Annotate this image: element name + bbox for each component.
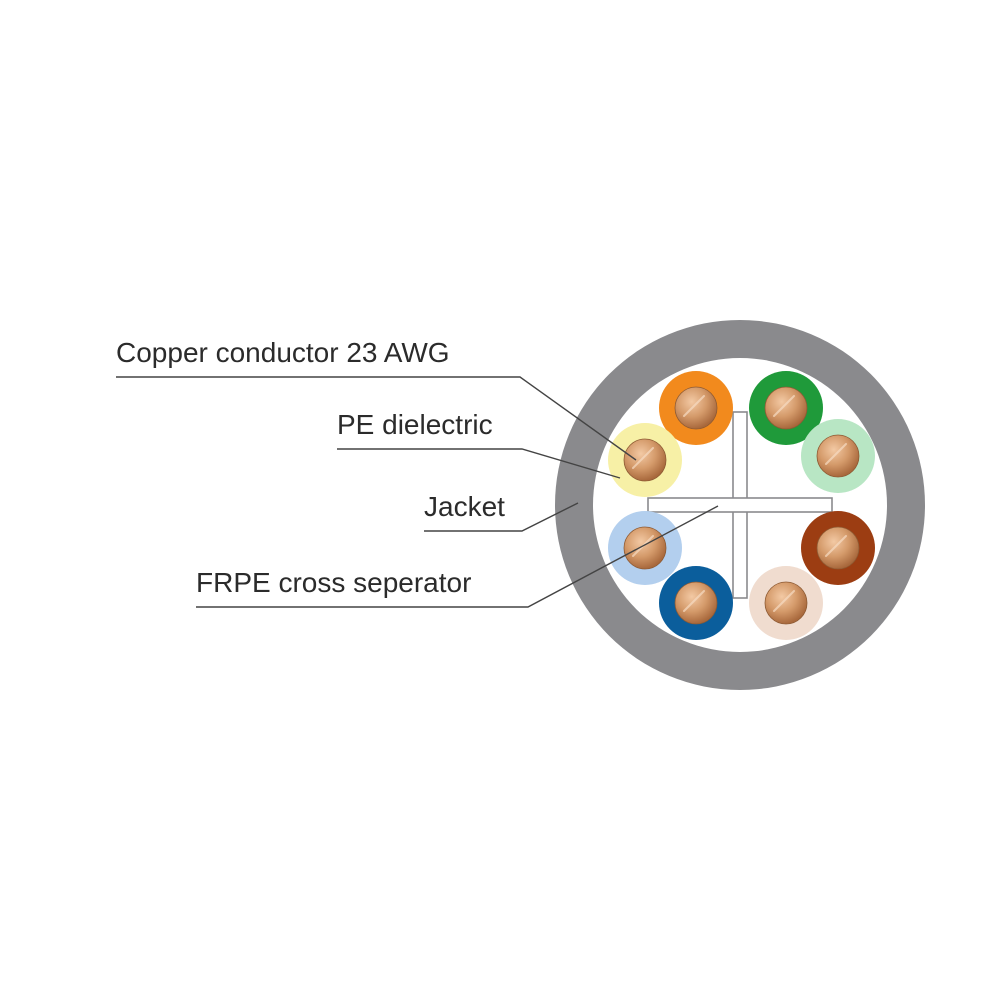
conductor-light-yellow [608,423,682,497]
conductor-brown [801,511,875,585]
copper-highlight-light-green [825,443,847,465]
jacket-leader [424,502,579,532]
label-pe-dielectric: PE dielectric [337,409,621,479]
copper-core-pale-brown [764,581,808,625]
conductor-orange [659,371,733,445]
label-jacket: Jacket [424,491,579,532]
conductor-green [749,371,823,445]
copper-core-light-green [816,434,860,478]
copper-core-green [764,386,808,430]
conductor-pale-brown [749,566,823,640]
frpe-separator-label: FRPE cross seperator [196,567,471,598]
copper-highlight-orange [683,395,705,417]
conductor-group [608,371,875,640]
pe-dielectric-label: PE dielectric [337,409,493,440]
copper-highlight-green [773,395,795,417]
jacket-label: Jacket [424,491,505,522]
copper-highlight-brown [825,535,847,557]
copper-core-light-yellow [623,438,667,482]
frpe-separator-leader [196,505,719,608]
pe-dielectric-leader [337,448,621,479]
copper-highlight-light-yellow [632,447,654,469]
frpe-cross-separator [647,411,833,599]
label-copper-conductor: Copper conductor 23 AWG [116,337,637,461]
copper-core-blue [674,581,718,625]
conductor-light-blue [608,511,682,585]
copper-core-orange [674,386,718,430]
copper-highlight-blue [683,590,705,612]
copper-conductor-label: Copper conductor 23 AWG [116,337,450,368]
copper-core-brown [816,526,860,570]
label-frpe-separator: FRPE cross seperator [196,505,719,608]
copper-highlight-pale-brown [773,590,795,612]
copper-core-light-blue [623,526,667,570]
copper-conductor-leader [116,376,637,461]
conductor-blue [659,566,733,640]
conductor-light-green [801,419,875,493]
